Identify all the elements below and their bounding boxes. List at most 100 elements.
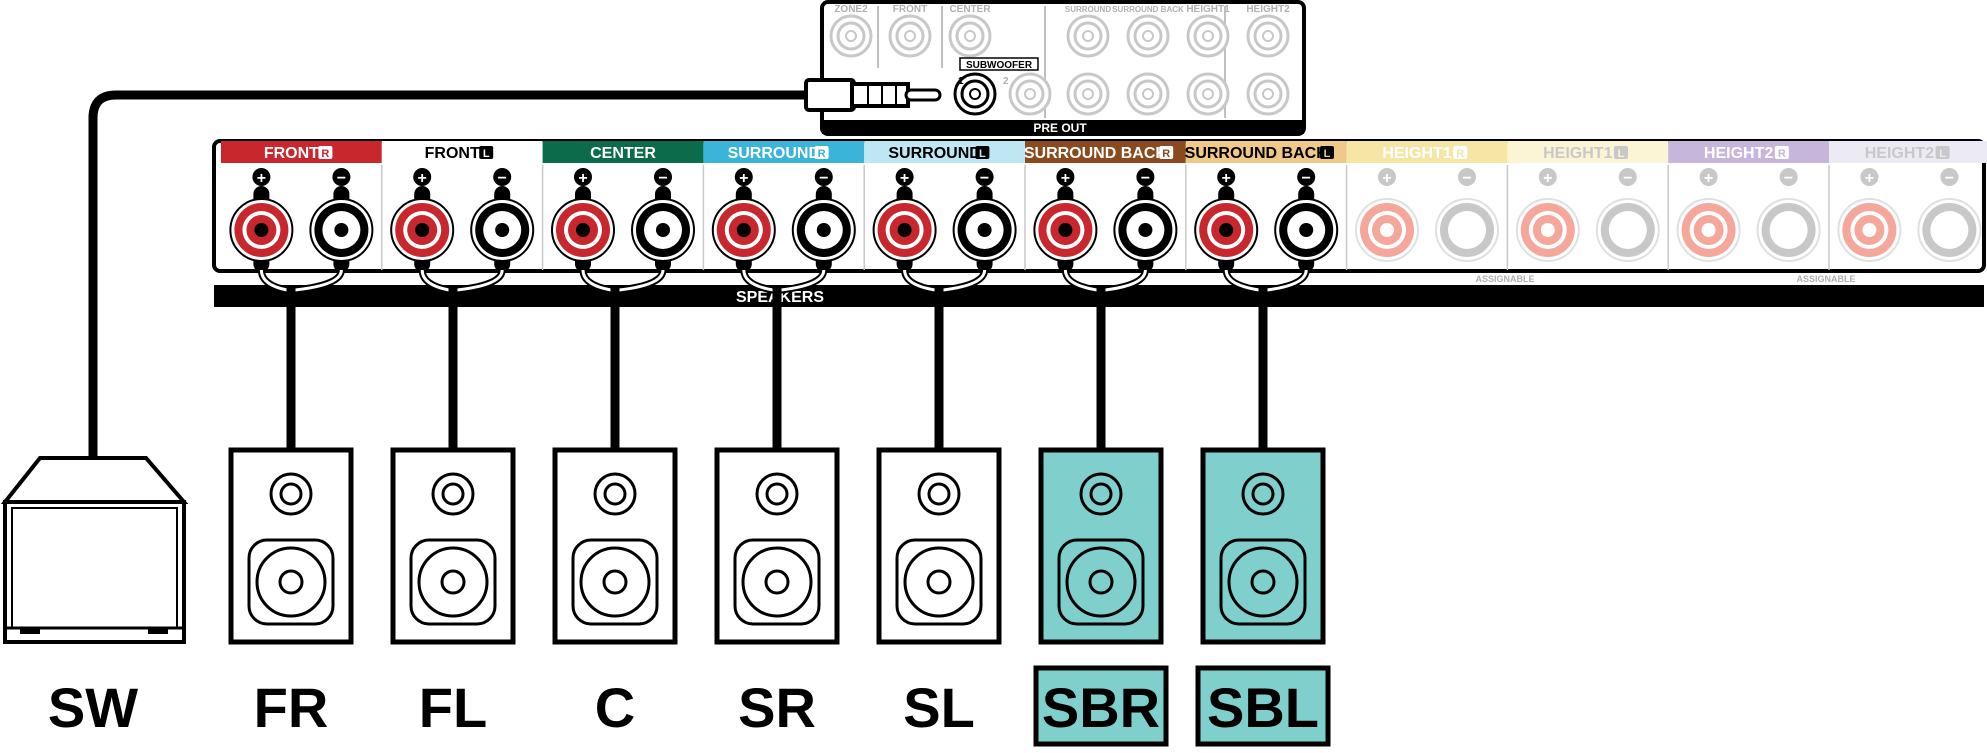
plus-icon <box>1217 168 1236 186</box>
terminal-label: SURROUND BACK <box>1024 145 1168 162</box>
plus-icon-glyph: + <box>1543 170 1552 187</box>
positive-terminal <box>1515 198 1580 262</box>
plus-icon <box>1538 168 1557 186</box>
terminal-side-label: R <box>1778 148 1786 160</box>
terminal-side-badge <box>1320 146 1334 159</box>
negative-terminal <box>1274 198 1339 262</box>
preout-jack <box>1246 14 1290 58</box>
speaker-code-label: FR <box>254 676 329 739</box>
preout-jack <box>888 14 932 58</box>
subwoofer-jack-1 <box>953 72 997 116</box>
subwoofer-top <box>0 456 189 504</box>
terminal-header-bar <box>542 141 704 163</box>
speaker-code-label: SL <box>903 676 975 739</box>
positive-terminal <box>1355 198 1419 262</box>
preout-jack <box>948 14 992 58</box>
rca-plug-collar <box>850 82 910 108</box>
plus-icon <box>1860 168 1879 186</box>
terminal-side-badge <box>479 146 494 159</box>
minus-icon-glyph: − <box>1623 170 1632 187</box>
minus-icon-glyph: − <box>980 170 989 187</box>
positive-terminal <box>1194 198 1259 262</box>
terminal-side-label: L <box>1618 148 1625 160</box>
positive-terminal <box>872 198 937 262</box>
minus-icon-glyph: − <box>1945 170 1954 187</box>
positive-terminal <box>711 198 776 262</box>
terminal-label: FRONT <box>425 145 480 162</box>
minus-icon-glyph: − <box>1462 170 1471 187</box>
sub-port-2-label: 2 <box>1003 76 1009 87</box>
positive-terminal <box>1837 198 1902 262</box>
terminal-group: HEIGHT1 R + − <box>1345 141 1508 270</box>
terminal-label: SURROUND <box>728 145 820 162</box>
speaker-code-highlight <box>1033 665 1169 747</box>
terminal-group: CENTER+ − <box>541 141 704 272</box>
minus-icon <box>1940 168 1959 186</box>
negative-terminal <box>309 198 374 262</box>
terminal-side-label: L <box>979 148 986 160</box>
minus-icon-glyph: − <box>337 170 346 187</box>
plus-icon-glyph: + <box>1382 170 1391 187</box>
preout-jack <box>1186 72 1230 116</box>
preout-jack <box>1066 72 1110 116</box>
preout-jacks <box>829 14 1290 116</box>
plus-icon <box>1699 168 1718 186</box>
subwoofer-label-box <box>959 57 1039 71</box>
plus-icon <box>734 168 753 186</box>
minus-icon <box>1297 168 1316 186</box>
minus-icon <box>1618 168 1637 186</box>
terminal-side-label: R <box>321 148 329 160</box>
speaker-cables <box>257 269 1310 450</box>
speaker-code-label: SBR <box>1042 676 1160 739</box>
terminal-header-bar <box>221 141 382 163</box>
terminal-header-bar <box>1668 141 1829 163</box>
minus-icon <box>975 168 994 186</box>
sub-port-1-label: 1 <box>958 76 964 87</box>
speaker-fl: FL <box>390 447 516 739</box>
minus-icon <box>1779 168 1798 186</box>
terminal-side-badge <box>975 146 990 159</box>
terminal-label: HEIGHT1 <box>1382 145 1451 162</box>
speaker-fr: FR <box>228 447 354 739</box>
terminal-side-label: R <box>1456 148 1464 160</box>
plus-icon-glyph: + <box>578 170 587 187</box>
positive-terminal <box>1676 198 1741 262</box>
terminal-side-label: L <box>1939 148 1946 160</box>
minus-icon-glyph: − <box>1141 170 1150 187</box>
subwoofer-label: SUBWOOFER <box>966 60 1033 71</box>
terminal-label: CENTER <box>590 145 656 162</box>
preout-jack <box>829 14 873 58</box>
preout-label-surround-back: SURROUND BACK <box>1112 5 1184 14</box>
terminal-label: HEIGHT2 <box>1865 145 1934 162</box>
speaker-code-label: SBL <box>1207 676 1319 739</box>
terminal-header-bar <box>1346 141 1508 163</box>
minus-icon <box>493 168 512 186</box>
negative-terminal <box>1113 198 1178 262</box>
speaker-sr: SR <box>714 447 840 739</box>
preout-jack <box>1246 72 1290 116</box>
preout-title: PRE OUT <box>1033 121 1087 135</box>
preout-jack <box>1126 14 1170 58</box>
plus-icon <box>252 168 271 186</box>
speaker-sl: SL <box>876 447 1002 739</box>
preout-label-surround: SURROUND <box>1065 5 1111 14</box>
terminal-side-badge <box>318 146 333 159</box>
minus-icon-glyph: − <box>1302 170 1311 187</box>
terminal-side-badge <box>1159 146 1174 159</box>
plus-icon <box>574 168 592 186</box>
assignable-label-1: ASSIGNABLE <box>1475 274 1534 284</box>
terminal-header-bar <box>381 141 543 163</box>
preout-jack <box>1186 14 1230 58</box>
rca-plug-pin <box>904 88 942 102</box>
minus-icon-glyph: − <box>658 170 667 187</box>
negative-terminal <box>1756 198 1821 262</box>
rca-plug <box>804 78 942 112</box>
plus-icon-glyph: + <box>1222 170 1231 187</box>
